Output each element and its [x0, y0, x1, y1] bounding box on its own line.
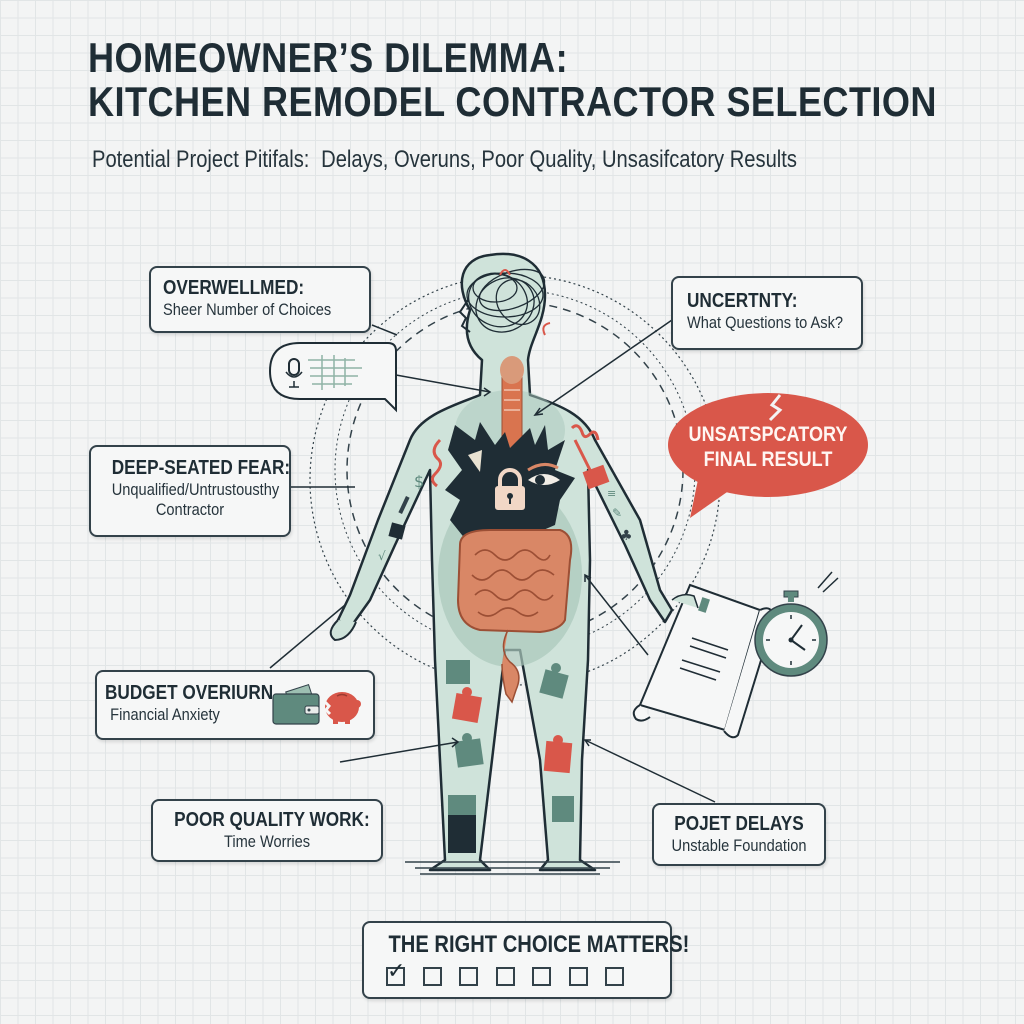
warning-speech-bubble — [668, 393, 868, 518]
callout-overwhelmed: OVERWELLMED: Sheer Number of Choices — [149, 266, 371, 333]
callout-project-delays: POJET DELAYS Unstable Foundation — [652, 803, 826, 866]
callout-uncertainty: UNCERTNTY: What Questions to Ask? — [671, 276, 863, 350]
warning-line-2: FINAL RESULT — [703, 448, 833, 471]
checkbox-1-checked[interactable]: ✓ — [386, 960, 405, 986]
callout-subtext: Financial Anxiety — [110, 705, 220, 724]
callout-heading: POOR QUALITY WORK: — [174, 809, 370, 831]
wallet-icon — [272, 683, 320, 725]
blueprint-document-icon — [632, 583, 776, 739]
face-profile — [458, 299, 471, 333]
checkbox-5[interactable] — [532, 967, 551, 986]
subtitle: Potential Project Pitifals: Delays, Overu… — [92, 146, 797, 174]
callout-heading: POJET DELAYS — [674, 813, 804, 835]
callout-subtext: Sheer Number of Choices — [163, 300, 332, 319]
callout-subtext-line-1: Unqualified/Untrustousthy — [111, 480, 280, 499]
banner-title: THE RIGHT CHOICE MATTERS! — [388, 931, 690, 958]
callout-heading: OVERWELLMED: — [163, 277, 305, 299]
svg-text:√: √ — [378, 549, 386, 563]
checkbox-row: ✓ — [386, 960, 624, 986]
subtitle-label: Potential Project Pitifals: — [92, 146, 310, 173]
right-choice-banner: THE RIGHT CHOICE MATTERS! ✓ — [362, 921, 690, 999]
checkbox-2[interactable] — [422, 967, 442, 986]
right-shoulder-squiggle — [570, 424, 600, 441]
left-hand — [329, 619, 357, 642]
callout-heading: BUDGET OVERIURN — [105, 682, 274, 704]
piggy-bank-icon — [323, 692, 361, 724]
svg-text:$: $ — [414, 472, 424, 491]
callout-poor-quality-work: POOR QUALITY WORK: Time Worries — [151, 799, 383, 862]
checkbox-4[interactable] — [495, 967, 515, 986]
callout-deep-seated-fear: DEEP-SEATED FEAR: Unqualified/Untrustous… — [89, 445, 291, 537]
right-hand — [671, 593, 699, 609]
callout-budget-overrun: BUDGET OVERIURN Financial Anxiety — [95, 670, 375, 740]
padlock-icon — [495, 468, 525, 510]
red-block — [582, 464, 610, 490]
title-line-1: HOMEOWNER’S DILEMMA: — [88, 34, 569, 81]
ground-lines — [405, 861, 620, 875]
callout-subtext: What Questions to Ask? — [687, 313, 844, 332]
arm-symbols: $ √ ≡ ✎ ♣ — [378, 472, 633, 563]
callout-heading: UNCERTNTY: — [687, 290, 798, 312]
stopwatch-icon — [754, 571, 839, 677]
callout-subtext-line-2: Contractor — [155, 500, 225, 519]
svg-text:✎: ✎ — [612, 506, 622, 520]
callout-subtext: Time Worries — [223, 832, 311, 851]
sound-wave-graphic — [308, 355, 362, 390]
wallet-piggy-bank-graphic — [272, 683, 361, 725]
intestines — [456, 529, 573, 704]
warning-bubble-text: UNSATSPCATORY FINAL RESULT — [682, 422, 854, 472]
speech-bubble-microphone — [268, 342, 397, 413]
crack-icon — [768, 394, 783, 422]
warning-line-1: UNSATSPCATORY — [688, 423, 848, 446]
left-shoulder-squiggle — [430, 438, 442, 488]
page-title: HOMEOWNER’S DILEMMA: KITCHEN REMODEL CON… — [88, 36, 937, 124]
callout-heading: DEEP-SEATED FEAR: — [111, 457, 291, 479]
callout-subtext: Unstable Foundation — [671, 836, 807, 855]
checkbox-7[interactable] — [605, 967, 624, 986]
svg-text:♣: ♣ — [620, 528, 633, 544]
checkmark-icon: ✓ — [387, 958, 406, 983]
red-arrow-stem — [573, 439, 592, 471]
puzzle-piece-icon — [446, 660, 574, 853]
svg-text:≡: ≡ — [607, 487, 616, 500]
checkbox-3[interactable] — [459, 967, 478, 986]
microphone-icon — [285, 358, 303, 388]
tangled-brain — [466, 268, 551, 336]
subtitle-items: Delays, Overuns, Poor Quality, Unsasifca… — [321, 146, 797, 173]
title-line-2: KITCHEN REMODEL CONTRACTOR SELECTION — [88, 78, 937, 125]
checkbox-6[interactable] — [568, 967, 588, 986]
shard-highlight — [468, 450, 482, 472]
connector-lines — [269, 319, 716, 803]
eye-icon — [527, 463, 560, 485]
